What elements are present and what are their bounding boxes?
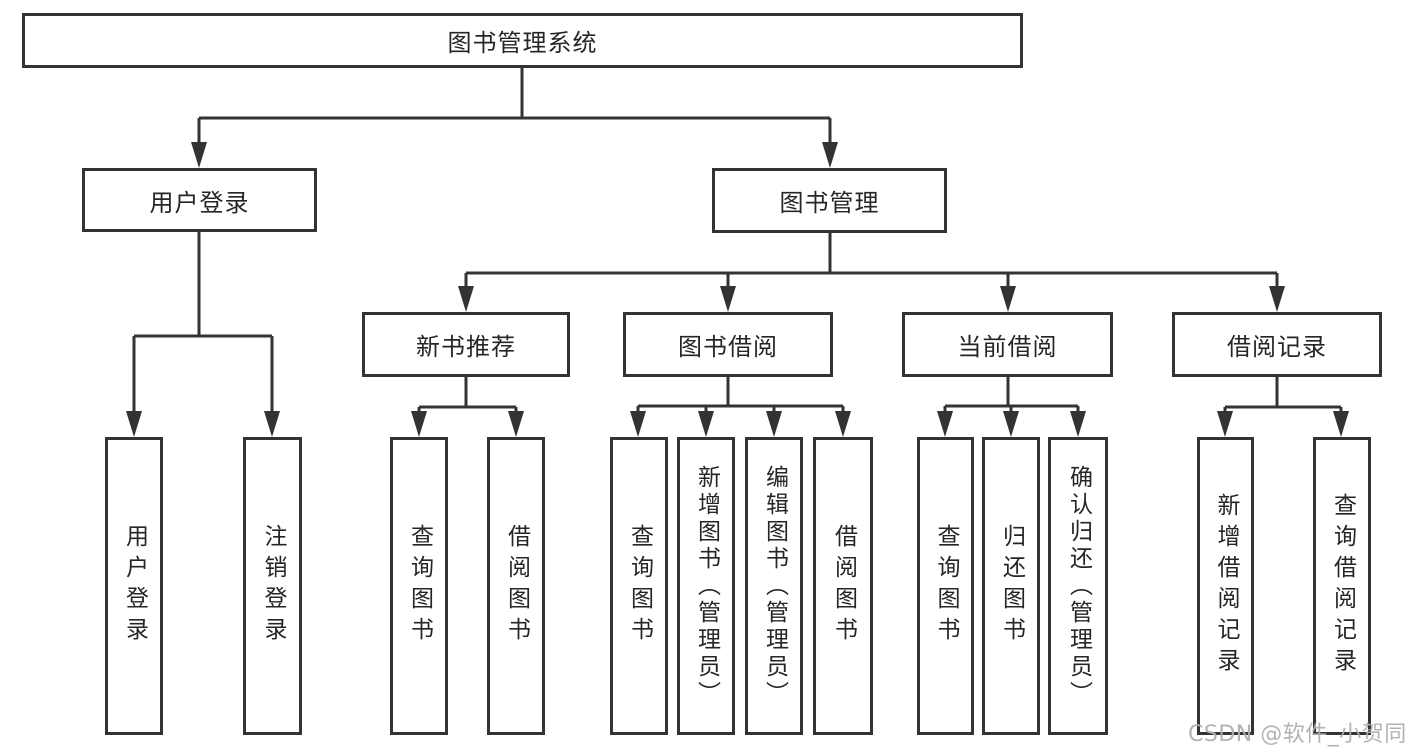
node-book-borrowing: 图书借阅 xyxy=(623,312,833,377)
node-borrowing-records-label: 借阅记录 xyxy=(1227,333,1327,361)
leaf-query-books-recommend: 查询图书 xyxy=(390,437,448,735)
node-user-login-group-label: 用户登录 xyxy=(149,188,250,217)
node-book-management-label: 图书管理 xyxy=(779,189,880,217)
leaf-query-books-borrowing-label: 查询图书 xyxy=(626,524,653,648)
leaf-confirm-return-admin-label: 确认归还（管理员） xyxy=(1065,464,1092,708)
leaf-user-login: 用户登录 xyxy=(105,437,163,735)
node-book-borrowing-label: 图书借阅 xyxy=(678,333,778,361)
node-new-book-recommendation-label: 新书推荐 xyxy=(416,333,516,361)
leaf-return-book: 归还图书 xyxy=(982,437,1040,735)
csdn-watermark: CSDN @软件_小贺同学 xyxy=(1188,722,1405,747)
leaf-query-borrow-record: 查询借阅记录 xyxy=(1313,437,1371,735)
leaf-return-book-label: 归还图书 xyxy=(998,524,1025,648)
leaf-add-borrow-record-label: 新增借阅记录 xyxy=(1213,493,1239,679)
leaf-add-book-admin: 新增图书（管理员） xyxy=(677,437,735,735)
leaf-confirm-return-admin: 确认归还（管理员） xyxy=(1048,437,1108,735)
leaf-borrow-books-borrowing-label: 借阅图书 xyxy=(830,524,857,648)
node-library-system-label: 图书管理系统 xyxy=(447,29,598,57)
leaf-add-book-admin-label: 新增图书（管理员） xyxy=(693,464,720,708)
connector-lines xyxy=(132,66,1343,415)
leaf-query-books-current: 查询图书 xyxy=(917,437,974,735)
leaf-edit-book-admin: 编辑图书（管理员） xyxy=(745,437,803,735)
leaf-edit-book-admin-label: 编辑图书（管理员） xyxy=(761,464,788,708)
node-book-management: 图书管理 xyxy=(712,168,947,233)
leaf-query-borrow-record-label: 查询借阅记录 xyxy=(1329,493,1356,679)
leaf-add-borrow-record: 新增借阅记录 xyxy=(1197,437,1254,735)
leaf-borrow-books-recommend: 借阅图书 xyxy=(487,437,545,735)
node-new-book-recommendation: 新书推荐 xyxy=(362,312,570,377)
leaf-borrow-books-borrowing: 借阅图书 xyxy=(813,437,873,735)
leaf-query-books-current-label: 查询图书 xyxy=(933,524,959,648)
leaf-logout-label: 注销登录 xyxy=(260,524,286,648)
leaf-query-books-borrowing: 查询图书 xyxy=(610,437,668,735)
node-current-borrowing: 当前借阅 xyxy=(902,312,1113,377)
node-current-borrowing-label: 当前借阅 xyxy=(957,333,1058,361)
node-user-login-group: 用户登录 xyxy=(82,168,317,232)
node-library-system: 图书管理系统 xyxy=(22,13,1023,68)
leaf-borrow-books-recommend-label: 借阅图书 xyxy=(503,524,530,648)
leaf-user-login-label: 用户登录 xyxy=(121,524,148,648)
node-borrowing-records: 借阅记录 xyxy=(1172,312,1382,377)
leaf-logout: 注销登录 xyxy=(243,437,302,735)
leaf-query-books-recommend-label: 查询图书 xyxy=(406,524,433,648)
